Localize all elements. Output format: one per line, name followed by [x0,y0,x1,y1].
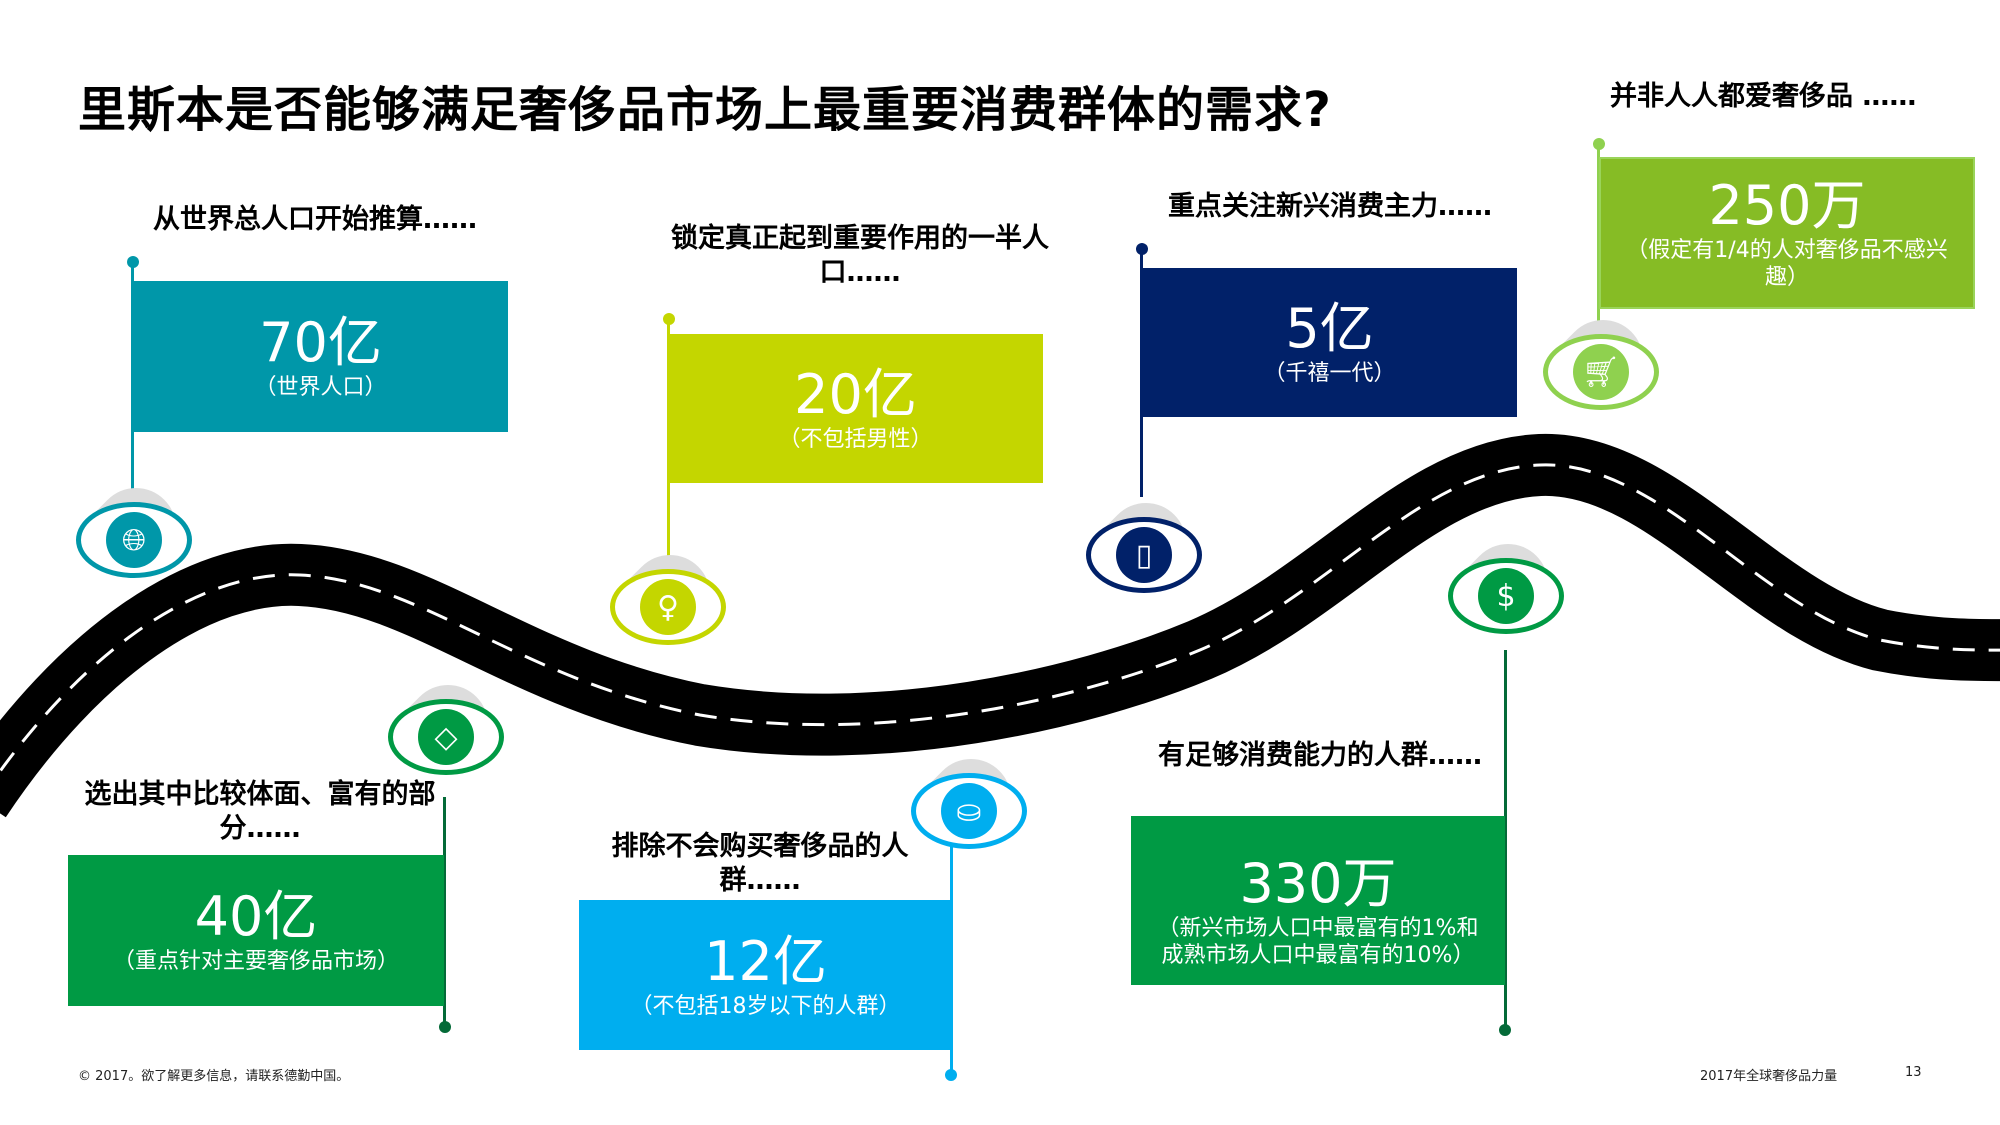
page-number: 13 [1905,1065,1922,1080]
page-title: 里斯本是否能够满足奢侈品市场上最重要消费群体的需求? [78,82,1332,138]
step-note: （不包括18岁以下的人群） [630,993,901,1019]
money-bag-icon: $ [1448,527,1565,641]
step-note: （不包括男性） [778,427,933,452]
step-label: 重点关注新兴消费主力…… [1168,191,1492,222]
flag-dot [439,1021,451,1033]
flag-dot [945,1069,957,1081]
step-value: 5亿 [1285,297,1374,360]
flag-dot [1499,1024,1511,1036]
step-box: 70亿（世界人口） [133,281,508,432]
flag-dot [663,313,675,325]
step-box: 330万（新兴市场人口中最富有的1%和成熟市场人口中最富有的10%） [1131,816,1505,985]
step-box: 20亿（不包括男性） [668,334,1043,483]
step-box: 250万（假定有1/4的人对奢侈品不感兴趣） [1599,157,1975,309]
step-label: 从世界总人口开始推算…… [153,204,477,235]
step-box: 5亿（千禧一代） [1142,268,1517,417]
step-value: 12亿 [704,929,827,993]
step-note: （新兴市场人口中最富有的1%和成熟市场人口中最富有的10%） [1157,915,1479,968]
smartphone-icon: ▯ [1086,486,1203,600]
step-note: （假定有1/4的人对奢侈品不感兴趣） [1626,238,1948,290]
footer-report-title: 2017年全球奢侈品力量 [1700,1069,1838,1084]
flag-pole [1504,650,1507,1030]
step-note: （世界人口） [254,375,387,400]
flag-pole [443,797,446,1027]
step-label: 锁定真正起到重要作用的一半人口…… [671,223,1049,288]
step-label: 选出其中比较体面、富有的部分…… [84,779,436,844]
step-value: 20亿 [794,363,917,426]
step-value: 70亿 [259,311,382,374]
step-note: （千禧一代） [1263,361,1396,386]
baby-stroller-icon: ⛀ [911,742,1028,856]
step-label: 有足够消费能力的人群…… [1158,740,1482,771]
step-value: 40亿 [194,885,318,948]
flag-pole [131,262,134,497]
globe-icon: 🌐︎ [76,471,193,585]
flag-dot [1136,243,1148,255]
flag-pole [1140,250,1143,497]
diamond-icon: ◇ [388,668,505,782]
step-value: 330万 [1239,851,1397,915]
shopping-cart-icon: 🛒︎ [1543,303,1660,417]
flag-pole [1597,145,1600,325]
step-label: 排除不会购买奢侈品的人群…… [611,831,909,896]
footer-copyright: © 2017。欲了解更多信息，请联系德勤中国。 [78,1069,350,1084]
step-note: （重点针对主要奢侈品市场） [112,949,399,974]
woman-icon: ♀ [610,538,727,652]
step-box: 40亿（重点针对主要奢侈品市场） [68,855,444,1006]
step-label: 并非人人都爱奢侈品 …… [1610,81,1917,112]
step-value: 250万 [1708,174,1866,237]
flag-dot [127,256,139,268]
flag-dot [1593,138,1605,150]
step-box: 12亿（不包括18岁以下的人群） [579,900,952,1050]
